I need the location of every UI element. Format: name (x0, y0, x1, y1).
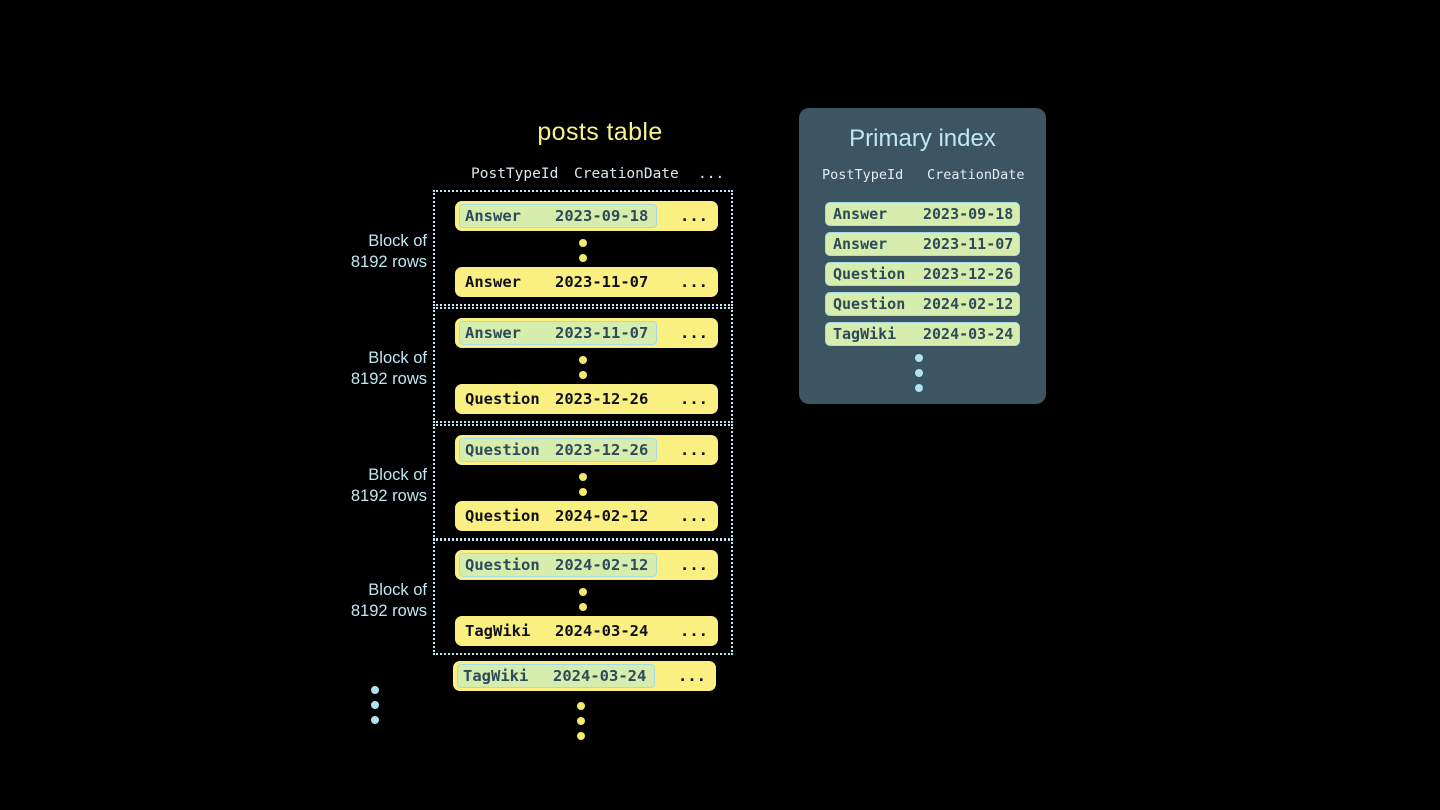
block-label: Block of 8192 rows (327, 348, 427, 390)
cell-more: ... (678, 667, 706, 685)
cell-posttypeid: Answer (833, 205, 888, 223)
cell-posttypeid: Question (465, 390, 540, 408)
row-highlight-box (457, 664, 655, 688)
primary-index-panel: Primary index PostTypeId CreationDate An… (799, 108, 1046, 404)
block-label: Block of 8192 rows (327, 580, 427, 622)
cell-posttypeid: Answer (465, 207, 521, 225)
cell-more: ... (680, 324, 708, 342)
table-row[interactable]: Question 2024-02-12 ... (455, 501, 718, 531)
cell-posttypeid: Question (465, 441, 540, 459)
blocks-ellipsis-icon (371, 686, 380, 731)
table-ellipsis-icon (577, 702, 586, 747)
cell-posttypeid: Answer (465, 273, 521, 291)
cell-creationdate: 2023-12-26 (923, 265, 1014, 283)
index-row[interactable]: TagWiki 2024-03-24 (825, 322, 1020, 346)
row-highlight-box (459, 553, 657, 577)
page-title: posts table (537, 118, 663, 146)
column-header-posttypeid: PostTypeId (822, 167, 904, 183)
block-label-line1: Block of (368, 466, 427, 484)
block-label: Block of 8192 rows (327, 231, 427, 273)
table-row[interactable]: Answer 2023-09-18 ... (455, 201, 718, 231)
cell-creationdate: 2023-11-07 (923, 235, 1014, 253)
index-row[interactable]: Answer 2023-11-07 (825, 232, 1020, 256)
cell-creationdate: 2024-02-12 (923, 295, 1014, 313)
table-row[interactable]: Answer 2023-11-07 ... (455, 267, 718, 297)
column-header-posttypeid: PostTypeId (471, 166, 559, 182)
cell-posttypeid: Question (465, 556, 540, 574)
table-block: Block of 8192 rows Question 2023-12-26 .… (351, 424, 733, 540)
cell-creationdate: 2024-03-24 (553, 667, 647, 685)
column-header-more: ... (698, 166, 725, 182)
cell-more: ... (680, 273, 708, 291)
cell-more: ... (680, 207, 708, 225)
block-label-line2: 8192 rows (350, 487, 427, 505)
block-label-line1: Block of (368, 349, 427, 367)
cell-posttypeid: Question (833, 295, 906, 313)
table-row[interactable]: TagWiki 2024-03-24 ... (453, 661, 716, 691)
block-label: Block of 8192 rows (327, 465, 427, 507)
cell-posttypeid: Answer (465, 324, 521, 342)
table-block: Block of 8192 rows Answer 2023-09-18 ...… (351, 190, 733, 306)
row-highlight-box (459, 321, 657, 345)
row-highlight-box (459, 438, 657, 462)
table-row[interactable]: Question 2023-12-26 ... (455, 384, 718, 414)
cell-more: ... (680, 556, 708, 574)
cell-more: ... (680, 507, 708, 525)
block-label-line1: Block of (368, 232, 427, 250)
index-row[interactable]: Question 2023-12-26 (825, 262, 1020, 286)
cell-creationdate: 2023-11-07 (555, 273, 649, 291)
cell-posttypeid: TagWiki (463, 667, 529, 685)
cell-posttypeid: Question (833, 265, 906, 283)
index-row[interactable]: Question 2024-02-12 (825, 292, 1020, 316)
index-row[interactable]: Answer 2023-09-18 (825, 202, 1020, 226)
cell-creationdate: 2023-12-26 (555, 441, 649, 459)
cell-posttypeid: Question (465, 507, 540, 525)
table-row[interactable]: TagWiki 2024-03-24 ... (455, 616, 718, 646)
cell-creationdate: 2023-12-26 (555, 390, 649, 408)
cell-creationdate: 2024-03-24 (923, 325, 1014, 343)
cell-creationdate: 2024-02-12 (555, 507, 649, 525)
cell-posttypeid: Answer (833, 235, 888, 253)
table-block: Block of 8192 rows Question 2024-02-12 .… (351, 539, 733, 655)
primary-index-title: Primary index (849, 125, 996, 152)
cell-creationdate: 2024-02-12 (555, 556, 649, 574)
table-block: Block of 8192 rows Answer 2023-11-07 ...… (351, 307, 733, 423)
row-highlight-box (459, 204, 657, 228)
block-label-line1: Block of (368, 581, 427, 599)
table-row[interactable]: Answer 2023-11-07 ... (455, 318, 718, 348)
cell-creationdate: 2023-09-18 (555, 207, 649, 225)
index-ellipsis-icon (915, 354, 924, 399)
table-row[interactable]: Question 2024-02-12 ... (455, 550, 718, 580)
cell-more: ... (680, 441, 708, 459)
cell-posttypeid: TagWiki (833, 325, 897, 343)
block-label-line2: 8192 rows (350, 370, 427, 388)
primary-index-column-headers: PostTypeId CreationDate (819, 167, 1026, 187)
block-label-line2: 8192 rows (350, 602, 427, 620)
table-row[interactable]: Question 2023-12-26 ... (455, 435, 718, 465)
column-header-creationdate: CreationDate (574, 166, 679, 182)
cell-creationdate: 2023-11-07 (555, 324, 649, 342)
cell-creationdate: 2024-03-24 (555, 622, 649, 640)
column-header-creationdate: CreationDate (927, 167, 1025, 183)
cell-more: ... (680, 622, 708, 640)
cell-more: ... (680, 390, 708, 408)
posts-table-column-headers: PostTypeId CreationDate ... (450, 166, 733, 186)
cell-posttypeid: TagWiki (465, 622, 531, 640)
cell-creationdate: 2023-09-18 (923, 205, 1014, 223)
block-label-line2: 8192 rows (350, 253, 427, 271)
